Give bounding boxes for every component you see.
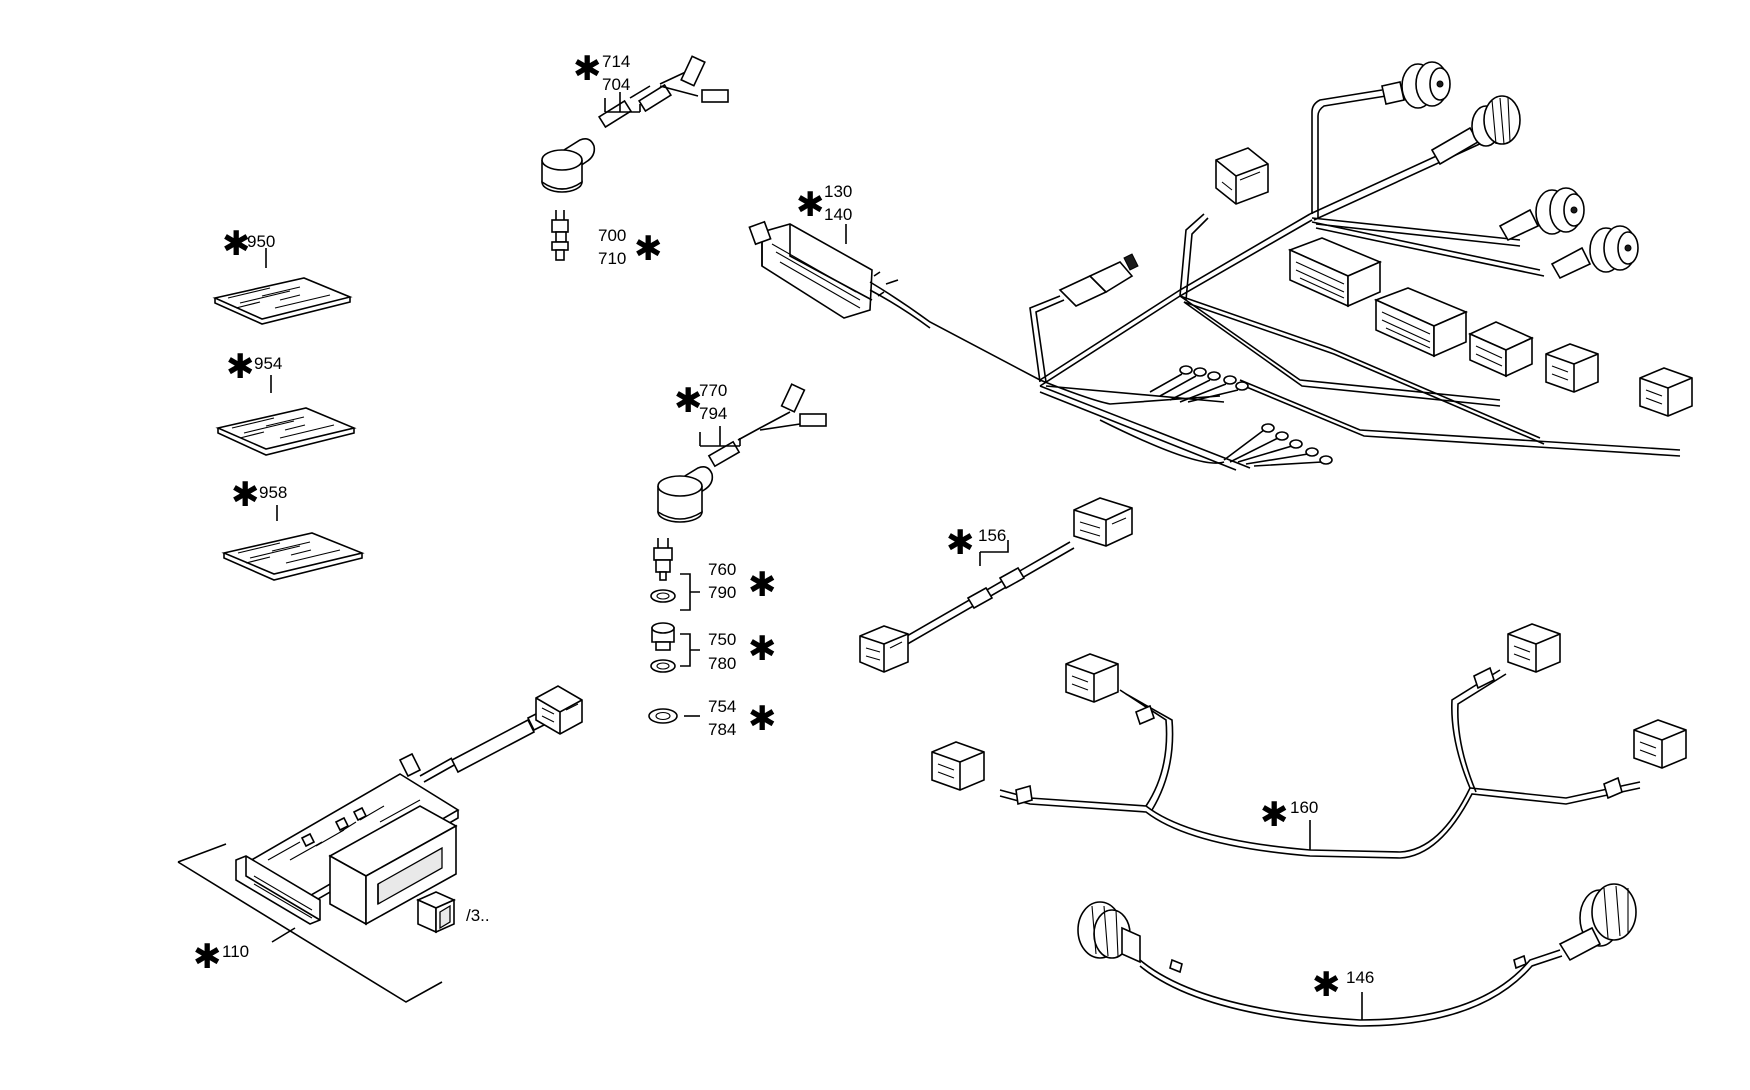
plug-160-c (1507, 623, 1561, 673)
breakout-2 (1099, 419, 1333, 467)
callout-704: 704 (602, 75, 630, 94)
callout-754: 754 (708, 697, 736, 716)
star-marker: ✱ (796, 185, 825, 225)
star-marker: ✱ (946, 523, 975, 563)
callout-700: 700 (598, 226, 626, 245)
washer-754-784: 754 784 ✱ (648, 697, 777, 739)
star-marker: ✱ (222, 224, 251, 264)
callout-146: 146 (1346, 968, 1374, 987)
callout-760: 760 (708, 560, 736, 579)
callout-958: 958 (259, 483, 287, 502)
callout-950: 950 (247, 232, 275, 251)
callout-770: 770 (699, 381, 727, 400)
plug-160-a (931, 741, 985, 791)
callout-156: 156 (978, 526, 1006, 545)
ref-label-3: /3.. (466, 906, 490, 925)
star-marker: ✱ (1260, 795, 1289, 835)
manual-950: ✱ 950 (212, 224, 353, 325)
breakout-1 (1149, 365, 1249, 403)
control-unit-assembly-110: ✱ 110 /3.. (177, 685, 583, 1003)
callout-954: 954 (254, 354, 282, 373)
star-marker: ✱ (748, 629, 777, 669)
star-marker: ✱ (748, 699, 777, 739)
plug-160-b (1065, 653, 1119, 703)
star-marker: ✱ (748, 565, 777, 605)
callout-140: 140 (824, 205, 852, 224)
multipin-connector-1 (1287, 237, 1383, 308)
star-marker: ✱ (1312, 965, 1341, 1005)
callout-110: 110 (222, 942, 249, 961)
plug-160-d (1633, 719, 1687, 769)
round-connector-4 (1550, 225, 1639, 280)
sensor-cable-714-704: ✱ 714 704 (541, 49, 729, 193)
cable-160: ✱ 160 (931, 623, 1687, 859)
star-marker: ✱ (226, 347, 255, 387)
cable-156: ✱ 156 (859, 497, 1133, 673)
star-marker: ✱ (674, 381, 703, 421)
plug-connector-1 (1545, 343, 1599, 393)
callout-794: 794 (699, 404, 727, 423)
callout-750: 750 (708, 630, 736, 649)
star-marker: ✱ (193, 937, 222, 977)
plug-connector-2 (1639, 367, 1693, 417)
sensor-700-710: 700 710 ✱ (551, 210, 663, 269)
callout-780: 780 (708, 654, 736, 673)
round-connector-3 (1498, 187, 1585, 242)
callout-130: 130 (824, 182, 852, 201)
round-connector-2 (1430, 95, 1521, 166)
round-connector-1 (1381, 61, 1451, 109)
callout-790: 790 (708, 583, 736, 602)
star-marker: ✱ (231, 475, 260, 515)
manual-954: ✱ 954 (215, 347, 357, 456)
callout-714: 714 (602, 52, 630, 71)
main-wiring-harness-130-140: ✱ 130 140 (748, 61, 1693, 471)
plug-750-780: 750 780 ✱ (650, 622, 777, 673)
cable-146: ✱ 146 (1077, 883, 1637, 1027)
sensor-760-790: 760 790 ✱ (650, 538, 777, 611)
manual-958: ✱ 958 (221, 475, 365, 581)
multipin-connector-2 (1373, 287, 1469, 358)
multipin-connector-3 (1468, 321, 1534, 378)
callout-784: 784 (708, 720, 736, 739)
callout-710: 710 (598, 249, 626, 268)
star-marker: ✱ (573, 49, 602, 89)
callout-160: 160 (1290, 798, 1318, 817)
sensor-cable-770-794: ✱ 770 794 (657, 381, 827, 523)
star-marker: ✱ (634, 229, 663, 269)
